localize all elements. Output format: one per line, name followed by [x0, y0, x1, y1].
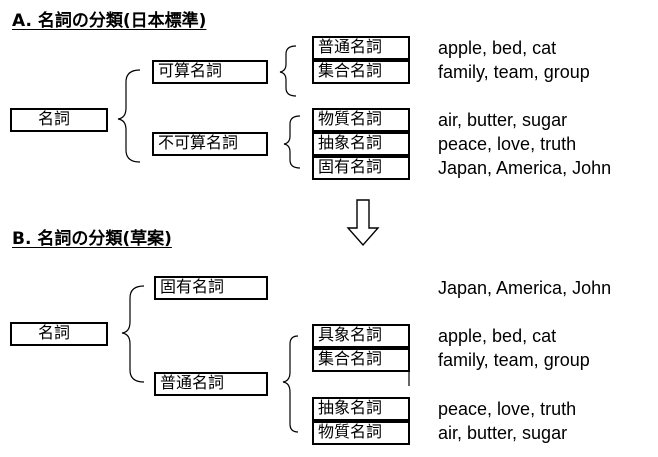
section-b-title: B. 名詞の分類(草案)	[12, 229, 172, 249]
brace-a-countable	[279, 45, 297, 97]
section-a-title: A. 名詞の分類(日本標準)	[12, 11, 207, 31]
section-b-examples: air, butter, sugar	[438, 423, 568, 443]
section-a-item-box: 集合名詞	[312, 60, 410, 84]
section-a-examples: peace, love, truth	[438, 134, 577, 154]
section-a-root-box: 名詞	[10, 108, 108, 132]
section-b-root-box: 名詞	[10, 322, 108, 346]
section-a-examples: air, butter, sugar	[438, 110, 568, 130]
section-a-countable-box: 可算名詞	[152, 60, 268, 84]
section-a-item-box: 固有名詞	[312, 156, 410, 180]
section-b-proper-box: 固有名詞	[154, 276, 268, 300]
brace-b-root	[121, 285, 145, 383]
section-b-examples: family, team, group	[438, 350, 590, 370]
down-arrow-icon	[346, 199, 380, 247]
section-a-item-box: 物質名詞	[312, 108, 410, 132]
section-b-examples: apple, bed, cat	[438, 326, 557, 346]
section-a-examples: apple, bed, cat	[438, 38, 557, 58]
section-a-examples: Japan, America, John	[438, 158, 612, 178]
section-a-item-box: 普通名詞	[312, 36, 410, 60]
brace-a-uncountable	[283, 115, 301, 169]
section-b-item-box: 物質名詞	[312, 421, 410, 445]
section-b-common-box: 普通名詞	[154, 372, 268, 396]
brace-b-common	[282, 335, 299, 433]
brace-a-root	[117, 69, 141, 163]
section-a-item-box: 抽象名詞	[312, 132, 410, 156]
section-a-examples: family, team, group	[438, 62, 590, 82]
section-b-proper-examples: Japan, America, John	[438, 278, 612, 298]
section-b-item-box: 抽象名詞	[312, 397, 410, 421]
section-a-uncountable-box: 不可算名詞	[152, 132, 268, 156]
section-b-examples: peace, love, truth	[438, 399, 577, 419]
section-b-item-box: 具象名詞	[312, 324, 410, 348]
section-b-item-box: 集合名詞	[312, 348, 410, 372]
